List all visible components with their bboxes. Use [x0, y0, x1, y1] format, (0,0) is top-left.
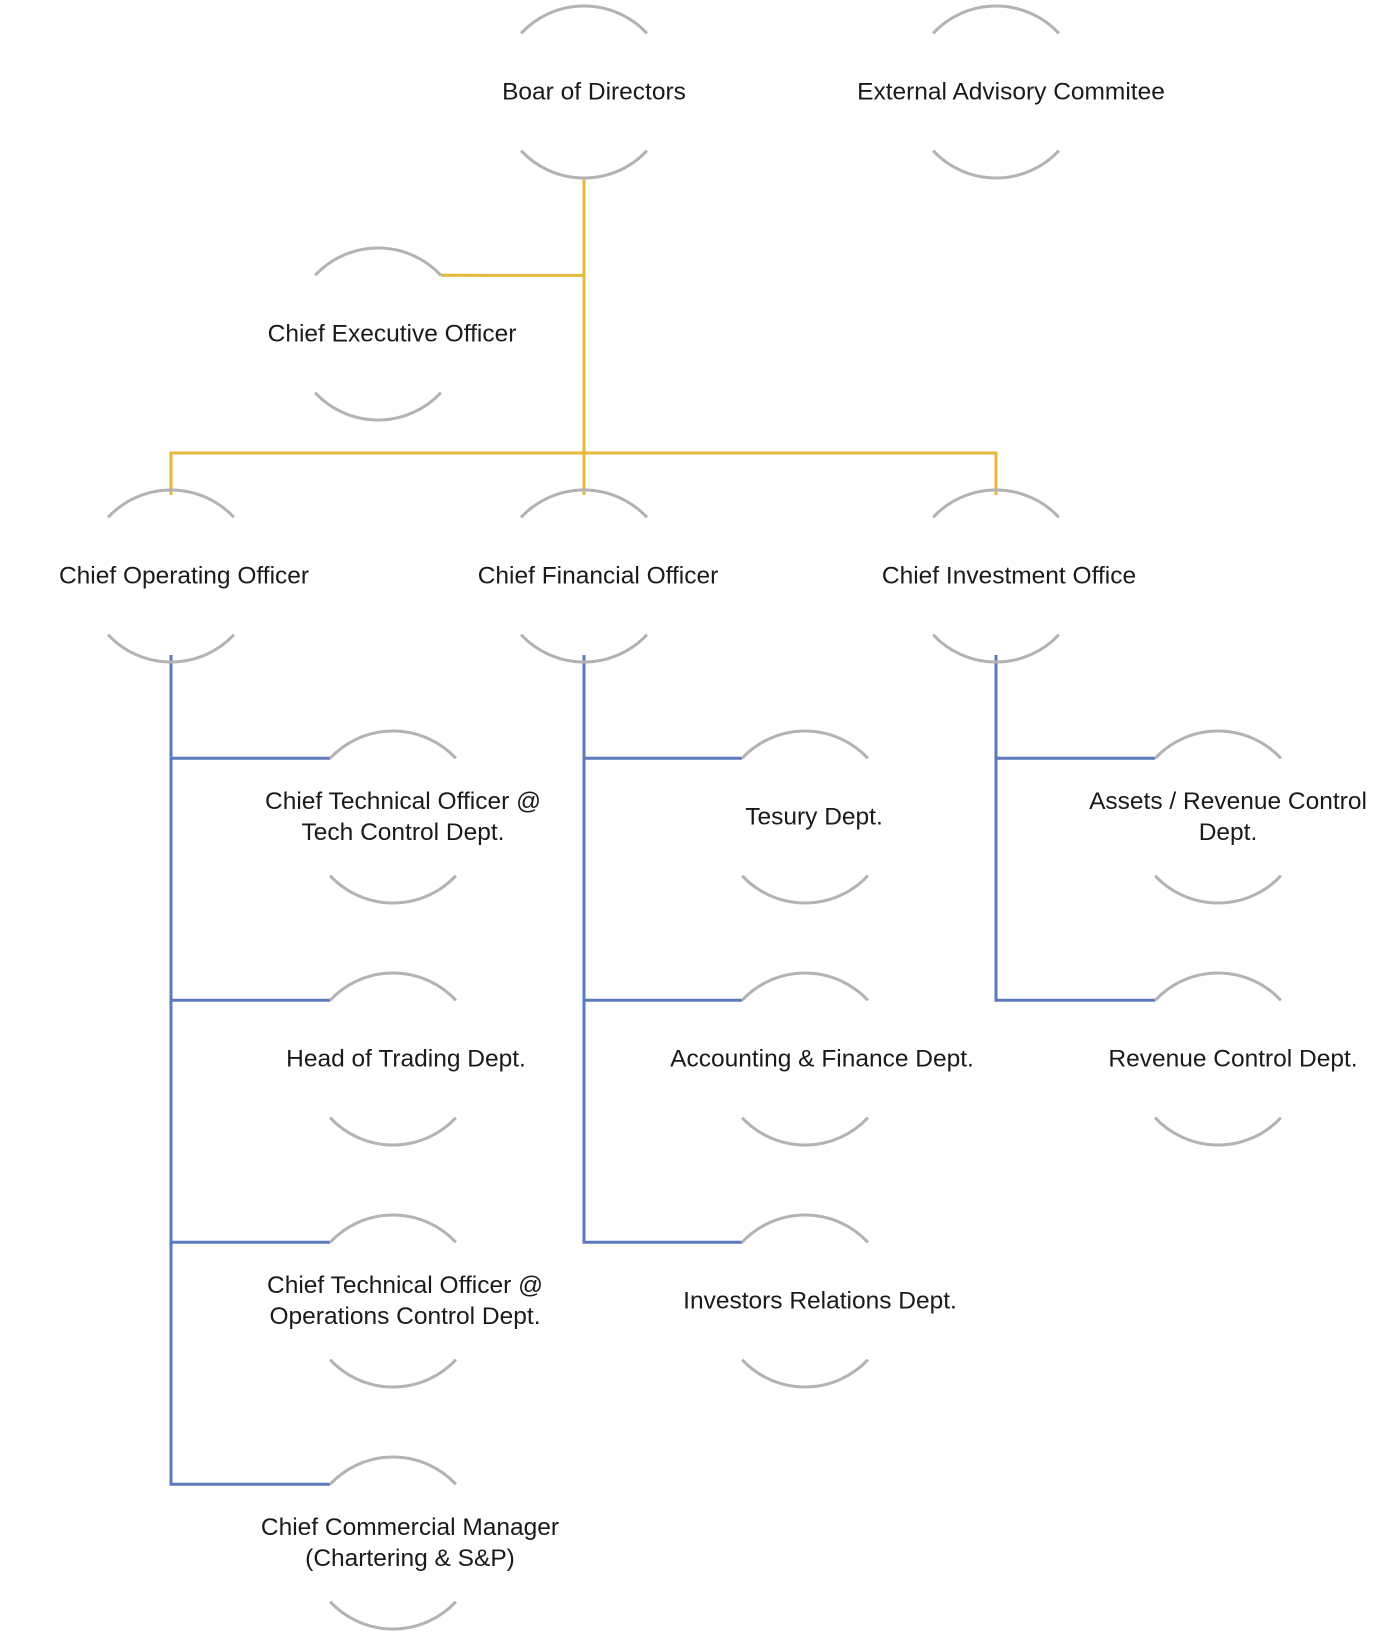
org-node-coo: Chief Operating Officer [59, 488, 309, 664]
org-node-cfo: Chief Financial Officer [478, 488, 719, 664]
node-label: Chief Commercial Manager [261, 1514, 559, 1541]
org-node-trading: Head of Trading Dept. [286, 971, 526, 1147]
connector-cio-to-assets [994, 655, 1156, 760]
node-arc-bottom [1154, 874, 1282, 905]
node-arc-bottom [107, 633, 235, 664]
node-arc-top [741, 1213, 869, 1244]
node-arc-top [932, 488, 1060, 519]
connector-lines [169, 178, 1156, 1486]
connector-cfo-to-accounting [582, 655, 743, 1002]
connector-cfo-to-investors [582, 655, 743, 1244]
node-arc-bottom [932, 149, 1060, 180]
connector-cfo-to-treasury [582, 655, 743, 760]
node-label: Head of Trading Dept. [286, 1046, 526, 1073]
org-node-advisory: External Advisory Commitee [857, 4, 1165, 180]
node-arc-top [520, 488, 648, 519]
node-label: Chief Operating Officer [59, 563, 309, 590]
org-node-board: Boar of Directors [502, 4, 686, 180]
node-arc-top [1154, 971, 1282, 1002]
node-arc-top [329, 971, 457, 1002]
node-arc-top [932, 4, 1060, 35]
org-node-revenue: Revenue Control Dept. [1108, 971, 1358, 1147]
node-label: Dept. [1199, 819, 1258, 846]
node-label: Investors Relations Dept. [683, 1288, 957, 1315]
node-label: Tech Control Dept. [302, 819, 505, 846]
org-node-treasury: Tesury Dept. [741, 729, 883, 905]
node-label: Accounting & Finance Dept. [670, 1046, 974, 1073]
org-node-accounting: Accounting & Finance Dept. [670, 971, 974, 1147]
node-label: Boar of Directors [502, 79, 686, 106]
node-label: Chief Financial Officer [478, 563, 719, 590]
connector-board-to-cio [582, 178, 998, 495]
node-arc-top [1154, 729, 1282, 760]
connector-board-to-ceo [440, 178, 586, 277]
node-arc-bottom [741, 1358, 869, 1389]
node-label: Chief Technical Officer @ [265, 788, 541, 815]
node-label: Revenue Control Dept. [1108, 1046, 1357, 1073]
node-arc-top [107, 488, 235, 519]
connector-coo-to-cto-tech [169, 655, 331, 760]
node-arc-bottom [741, 874, 869, 905]
org-node-cto-tech: Chief Technical Officer @ Tech Control De… [265, 729, 541, 905]
org-node-ceo: Chief Executive Officer [268, 246, 517, 422]
connector-cio-to-revenue [994, 655, 1156, 1002]
node-label: Chief Technical Officer @ [267, 1272, 543, 1299]
node-arc-top [329, 1213, 457, 1244]
org-node-cto-ops: Chief Technical Officer @ Operations Cont… [267, 1213, 543, 1389]
node-arc-top [329, 729, 457, 760]
node-arc-top [329, 1455, 457, 1486]
node-arc-bottom [314, 391, 442, 422]
node-label: Chief Investment Office [882, 563, 1136, 590]
org-node-ccm: Chief Commercial Manager (Chartering & S&… [261, 1455, 559, 1631]
node-arc-top [741, 971, 869, 1002]
org-nodes: Boar of Directors External Advisory Commi… [59, 4, 1367, 1631]
node-arc-bottom [329, 1600, 457, 1631]
node-label: (Chartering & S&P) [305, 1545, 515, 1572]
node-label: Operations Control Dept. [270, 1303, 541, 1330]
node-arc-bottom [1154, 1116, 1282, 1147]
connector-coo-to-ccm [169, 655, 331, 1486]
node-arc-bottom [329, 1116, 457, 1147]
node-arc-bottom [741, 1116, 869, 1147]
node-arc-bottom [520, 149, 648, 180]
node-arc-top [314, 246, 442, 277]
node-arc-bottom [932, 633, 1060, 664]
node-arc-top [741, 729, 869, 760]
node-arc-bottom [329, 874, 457, 905]
node-arc-bottom [520, 633, 648, 664]
node-arc-bottom [329, 1358, 457, 1389]
node-label: Tesury Dept. [745, 804, 883, 831]
org-node-investors: Investors Relations Dept. [683, 1213, 957, 1389]
node-label: Assets / Revenue Control [1089, 788, 1367, 815]
node-label: External Advisory Commitee [857, 79, 1165, 106]
org-node-cio: Chief Investment Office [882, 488, 1136, 664]
node-arc-top [520, 4, 648, 35]
connector-coo-to-cto-ops [169, 655, 331, 1244]
node-label: Chief Executive Officer [268, 321, 517, 348]
